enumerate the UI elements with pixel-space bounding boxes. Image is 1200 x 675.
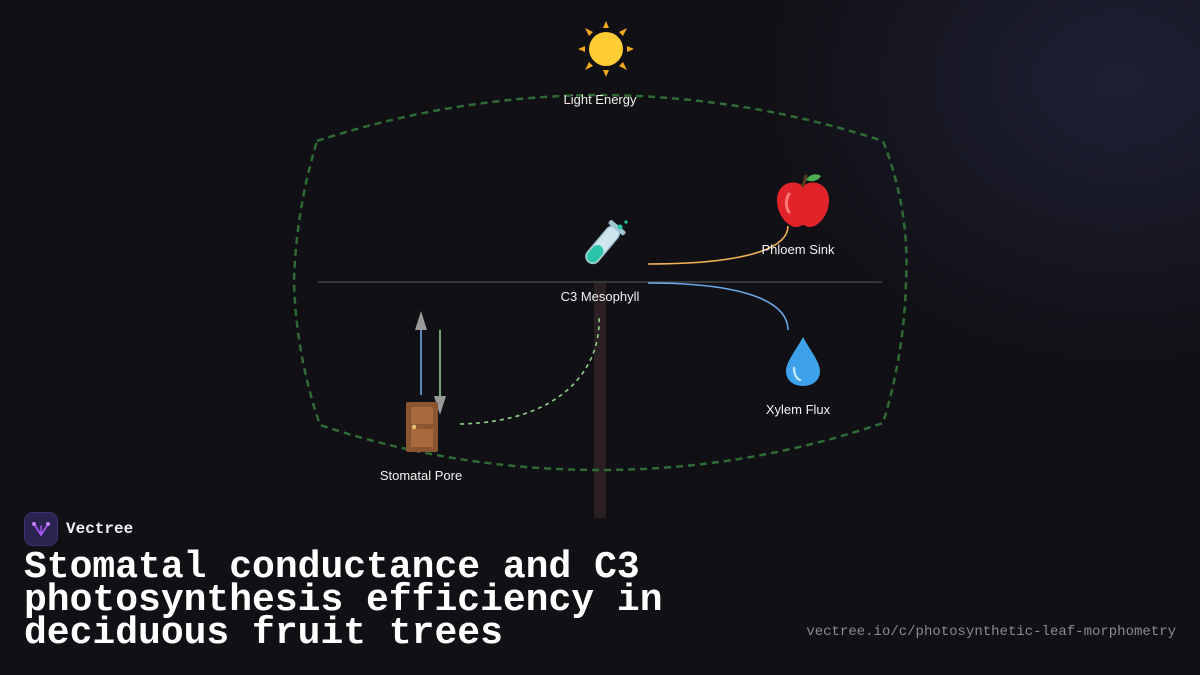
test-tube-icon [585,220,626,265]
tree-fork-icon [32,522,50,537]
apple-icon [777,174,829,228]
bubble-icon [624,220,628,224]
water-flow-path [647,282,789,331]
node-xylem-flux: Xylem Flux [766,337,831,417]
node-light-energy: Light Energy [564,21,637,107]
door-icon [406,402,438,452]
node-stomatal-pore: Stomatal Pore [380,402,462,483]
node-label-light: Light Energy [564,92,637,107]
sugar-flow-path [647,225,789,265]
brand-name: Vectree [66,520,134,538]
bubble-icon [617,224,623,230]
drop-highlight [792,366,802,382]
gas-exchange-path [459,314,600,425]
source-url[interactable]: vectree.io/c/photosynthetic-leaf-morphom… [806,624,1176,640]
node-label-stomata: Stomatal Pore [380,468,462,483]
node-label-xylem: Xylem Flux [766,402,831,417]
water-drop-icon [786,337,820,386]
arrow-down-icon [434,396,446,415]
node-label-phloem: Phloem Sink [762,242,835,257]
node-c3-mesophyll: C3 Mesophyll [561,220,640,304]
leaf-midrib [594,283,606,518]
page-title: Stomatal conductance and C3 photosynthes… [24,546,663,655]
leaf-outline [292,93,908,472]
arrow-up-icon [415,311,427,330]
brand: Vectree [24,512,133,546]
node-phloem-sink: Phloem Sink [762,174,835,257]
sun-icon [578,21,634,77]
node-label-mesophyll: C3 Mesophyll [561,289,640,304]
brand-logo [24,512,58,546]
